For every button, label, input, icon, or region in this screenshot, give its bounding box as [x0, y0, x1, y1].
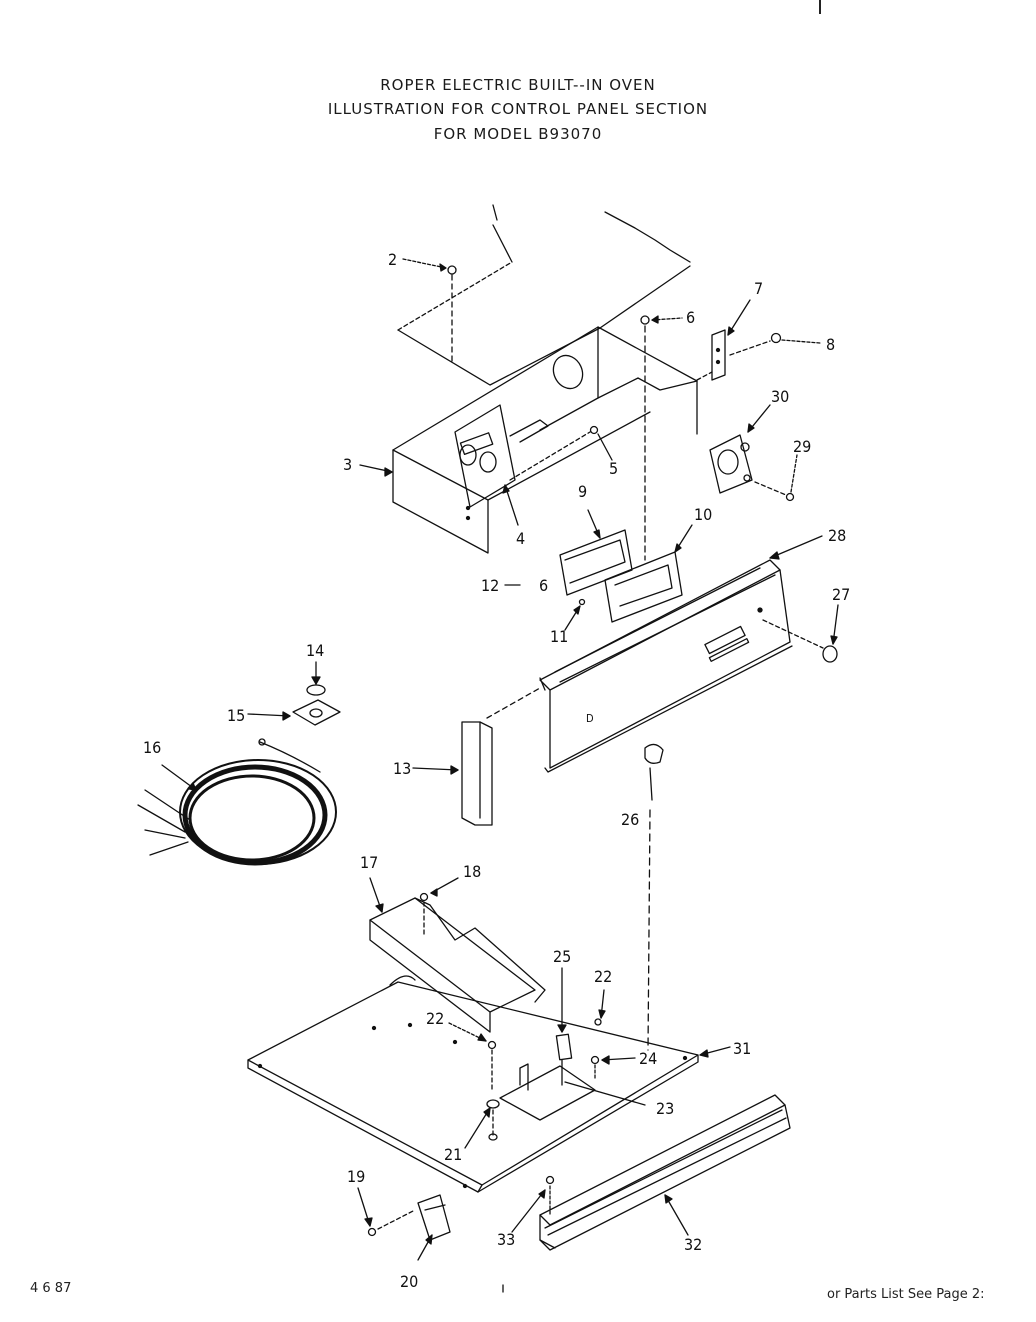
part-18-screw	[419, 877, 459, 936]
callout-27: 27	[832, 585, 850, 604]
callout-30: 30	[771, 387, 789, 406]
callout-9: 9	[578, 482, 587, 501]
callout-8: 8	[826, 335, 835, 354]
svg-text:D: D	[586, 712, 594, 725]
callout-11: 11	[550, 627, 568, 646]
diagram-title-line-3: FOR MODEL B93070	[433, 125, 603, 143]
callout-7: 7	[754, 279, 763, 298]
callout-15: 15	[227, 706, 245, 725]
diagram-title-line-2: ILLUSTRATION FOR CONTROL PANEL SECTION	[327, 100, 709, 118]
callout-26: 26	[621, 810, 639, 829]
part-21-bracket	[464, 1063, 596, 1149]
callout-6-lower: 6	[539, 576, 548, 595]
part-13-end-cap	[412, 687, 541, 826]
callout-16: 16	[143, 738, 161, 757]
callout-25: 25	[553, 947, 571, 966]
part-33-screw	[511, 1175, 555, 1233]
callout-labels: 2 3 4 5 6 7 8 9 10 11 12 6 13 14 15 16 1…	[143, 250, 850, 1291]
date-code: 4 6 87	[30, 1281, 72, 1296]
part-22-screw-right	[594, 989, 606, 1026]
callout-21: 21	[444, 1145, 462, 1164]
callout-12: 12	[481, 576, 499, 595]
part-4-relay-board	[454, 404, 519, 526]
callout-18: 18	[463, 862, 481, 881]
callout-22-left: 22	[426, 1009, 444, 1028]
part-28-control-panel: D	[539, 535, 824, 773]
callout-19: 19	[347, 1167, 365, 1186]
part-14-bushing	[306, 661, 326, 696]
callout-24: 24	[639, 1049, 657, 1068]
part-29-screw	[754, 454, 798, 502]
top-cover-panel	[397, 204, 691, 386]
part-25-sensor	[555, 967, 573, 1086]
part-20-bracket	[417, 1194, 451, 1261]
part-15-plate	[247, 699, 341, 726]
part-24-screw	[590, 1055, 636, 1081]
part-6-screw	[640, 315, 683, 561]
callout-2: 2	[388, 250, 397, 269]
part-30-switch	[709, 404, 771, 494]
part-8-screw	[729, 332, 821, 356]
callout-28: 28	[828, 526, 846, 545]
callout-33: 33	[497, 1230, 515, 1249]
callout-14: 14	[306, 641, 324, 660]
part-16-power-cable	[137, 738, 337, 866]
callout-5: 5	[609, 459, 618, 478]
callout-6: 6	[686, 308, 695, 327]
callout-32: 32	[684, 1235, 702, 1254]
callout-31: 31	[733, 1039, 751, 1058]
callout-22-right: 22	[594, 967, 612, 986]
callout-20: 20	[400, 1272, 418, 1291]
part-22-screw-left	[448, 1022, 497, 1091]
part-5-screw	[509, 425, 613, 481]
corner-mark	[819, 0, 821, 14]
callout-29: 29	[793, 437, 811, 456]
diagram-title-line-1: ROPER ELECTRIC BUILT--IN OVEN	[380, 76, 656, 94]
part-10-clock	[604, 524, 693, 623]
callout-10: 10	[694, 505, 712, 524]
callout-3: 3	[343, 455, 352, 474]
part-23-leader	[564, 1081, 646, 1106]
part-31-base-plate	[247, 975, 731, 1193]
callout-23: 23	[656, 1099, 674, 1118]
part-2-screw	[402, 258, 457, 366]
part-32-rail	[539, 1094, 791, 1251]
page-reference-note: or Parts List See Page 2:	[827, 1287, 985, 1302]
part-26-thermostat	[644, 743, 664, 1051]
part-11-screw	[564, 598, 586, 631]
part-17-channel	[369, 877, 546, 1033]
callout-4: 4	[516, 529, 525, 548]
callout-17: 17	[360, 853, 378, 872]
part-9-timer	[559, 509, 633, 596]
part-7-bracket	[696, 299, 751, 381]
callout-13: 13	[393, 759, 411, 778]
part-19-screw	[357, 1187, 416, 1237]
part-27-knob	[822, 604, 839, 663]
part-3-control-housing	[359, 326, 698, 554]
